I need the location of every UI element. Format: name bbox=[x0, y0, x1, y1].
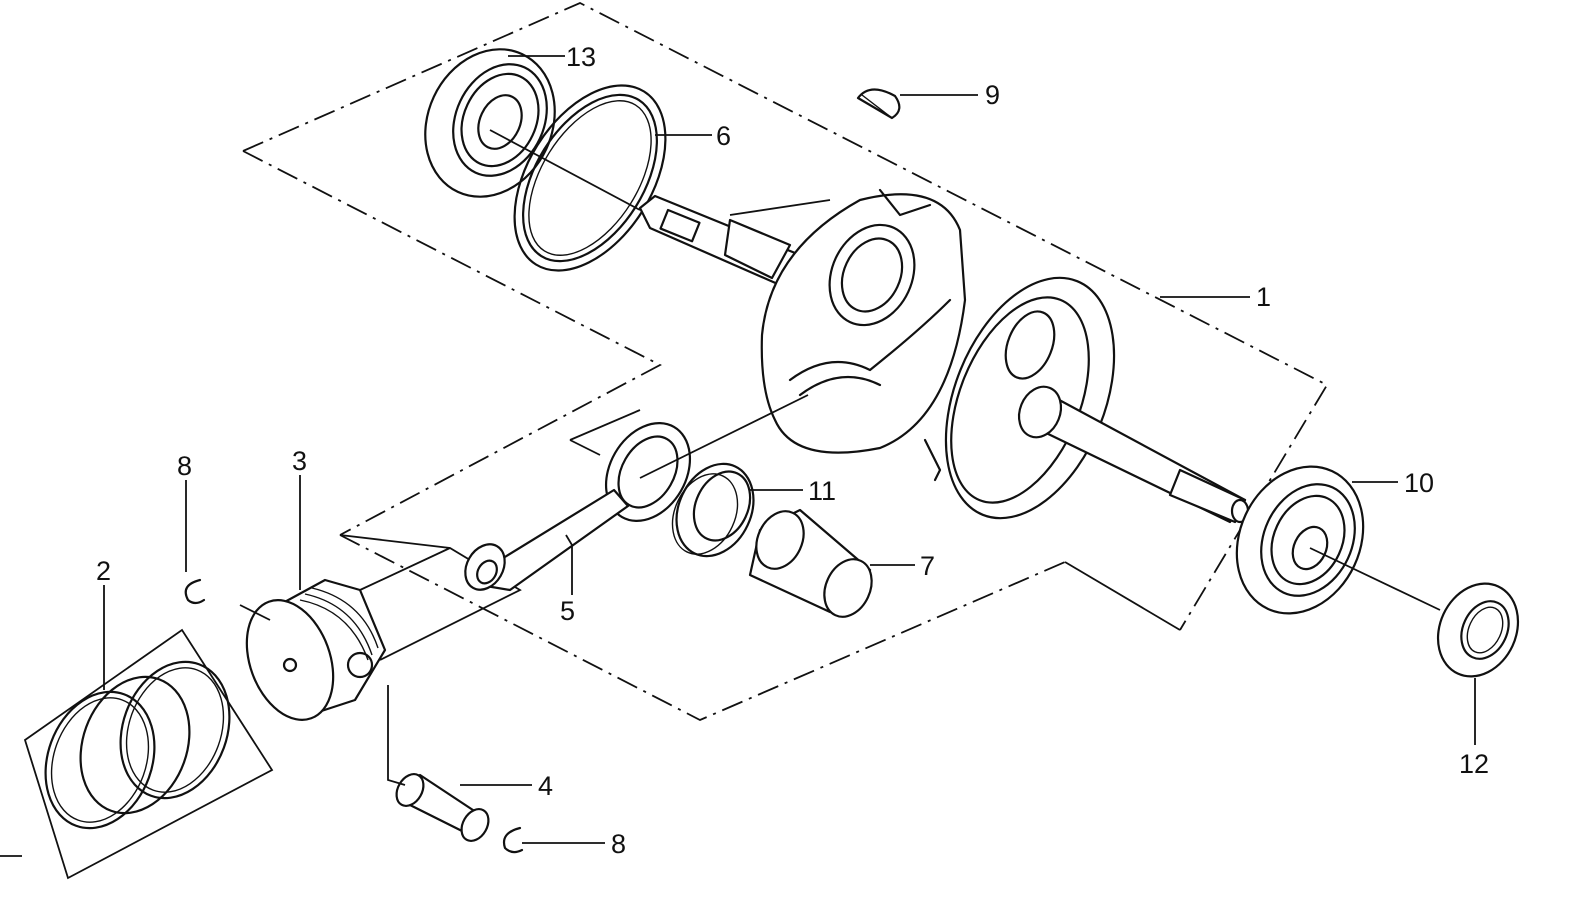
callout-6: 6 bbox=[716, 121, 731, 151]
callout-labels: 13 6 9 1 10 11 7 5 3 8 2 4 8 12 bbox=[96, 42, 1489, 859]
callout-9: 9 bbox=[985, 80, 1000, 110]
piston-rod-frame bbox=[339, 409, 641, 661]
crankshaft-assembly-frame bbox=[242, 2, 1329, 721]
callout-7: 7 bbox=[920, 551, 935, 581]
callout-3: 3 bbox=[292, 446, 307, 476]
callout-1: 1 bbox=[1256, 282, 1271, 312]
oil-seal-12 bbox=[1436, 582, 1520, 678]
callout-8-top: 8 bbox=[177, 451, 192, 481]
bearing-13 bbox=[424, 48, 556, 198]
callout-2: 2 bbox=[96, 556, 111, 586]
callout-11: 11 bbox=[808, 476, 836, 506]
piston-rings-2 bbox=[44, 660, 231, 830]
callout-13: 13 bbox=[566, 42, 596, 72]
circlip-8-bottom bbox=[502, 826, 524, 854]
leader-lines bbox=[0, 55, 1476, 857]
centerlines bbox=[239, 129, 1441, 621]
bearing-10 bbox=[1235, 465, 1365, 615]
piston-pin-4 bbox=[395, 773, 490, 842]
piston-3 bbox=[245, 578, 387, 721]
callout-8-bottom: 8 bbox=[611, 829, 626, 859]
callout-12: 12 bbox=[1459, 749, 1489, 779]
woodruff-key-9 bbox=[856, 88, 901, 120]
piston-ring-frame bbox=[23, 628, 274, 880]
callout-10: 10 bbox=[1404, 468, 1434, 498]
callout-5: 5 bbox=[560, 596, 575, 626]
crank-pin-7 bbox=[748, 508, 873, 618]
connecting-rod-5 bbox=[464, 422, 692, 592]
circlip-8-left bbox=[184, 578, 206, 605]
callout-4: 4 bbox=[538, 771, 553, 801]
crankshaft-1 bbox=[638, 188, 1250, 524]
needle-bearing-11 bbox=[671, 462, 755, 558]
